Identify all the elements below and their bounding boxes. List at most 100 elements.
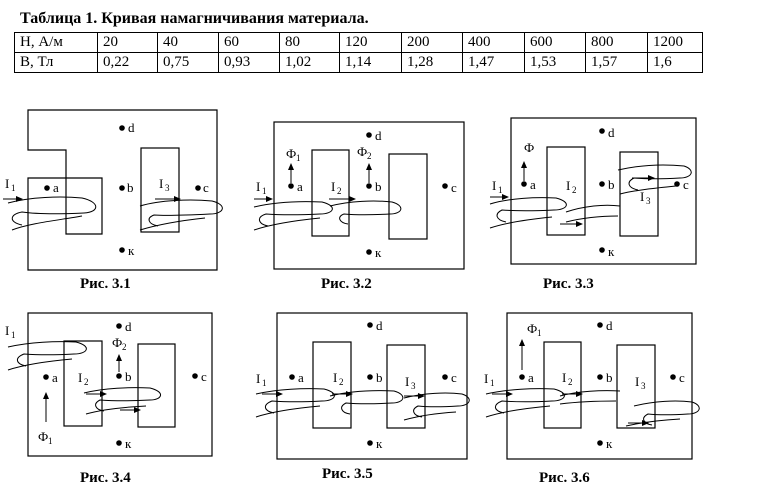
point-k bbox=[116, 440, 122, 446]
label-flux: Ф bbox=[286, 146, 296, 161]
coil-winding bbox=[485, 388, 565, 418]
label-b: b bbox=[375, 179, 382, 194]
point-d bbox=[599, 128, 605, 134]
label-d: d bbox=[608, 125, 615, 140]
table-cell: 400 bbox=[462, 32, 525, 53]
coil-winding bbox=[7, 196, 97, 231]
core-window bbox=[616, 344, 656, 429]
magnetic-core-outer bbox=[276, 312, 468, 460]
label-current: I bbox=[256, 371, 260, 386]
table-title: Таблица 1. Кривая намагничивания материа… bbox=[20, 10, 369, 27]
label-current: I bbox=[492, 178, 496, 193]
label-current: I bbox=[5, 323, 9, 338]
label-subscript: 1 bbox=[490, 378, 495, 388]
core-limb bbox=[140, 147, 180, 233]
label-subscript: 1 bbox=[498, 185, 503, 195]
point-b bbox=[116, 373, 122, 379]
table-cell: 1,28 bbox=[401, 52, 463, 73]
label-b: b bbox=[606, 370, 613, 385]
coil-winding bbox=[565, 204, 621, 223]
figure-3-6: a b c d к Ф 1 I 1 I 2 I 3 Рис. 3.6 bbox=[484, 312, 700, 486]
magnetic-core-outer bbox=[510, 117, 697, 265]
point-k bbox=[366, 249, 372, 255]
label-a: a bbox=[530, 177, 536, 192]
figure-caption: Рис. 3.1 bbox=[80, 276, 131, 292]
magnetic-core-outer bbox=[273, 121, 465, 270]
label-subscript: 1 bbox=[262, 186, 267, 196]
label-current: I bbox=[405, 374, 409, 389]
label-b: b bbox=[608, 177, 615, 192]
table-cell: 1,02 bbox=[279, 52, 340, 73]
label-c: c bbox=[683, 177, 689, 192]
figure-3-1: a b c d к I 1 I 3 Рис. 3.1 bbox=[3, 109, 223, 292]
label-c: c bbox=[679, 370, 685, 385]
point-d bbox=[119, 125, 125, 131]
label-k: к bbox=[125, 436, 132, 451]
point-b bbox=[367, 374, 373, 380]
table-cell: 0,75 bbox=[157, 52, 219, 73]
label-subscript: 2 bbox=[122, 342, 127, 352]
table-cell: 20 bbox=[97, 32, 158, 53]
coil-winding bbox=[83, 387, 161, 415]
table-cell: 1,53 bbox=[524, 52, 586, 73]
point-d bbox=[116, 323, 122, 329]
label-d: d bbox=[375, 128, 382, 143]
magnetic-core bbox=[27, 109, 218, 271]
label-subscript: 2 bbox=[568, 377, 573, 387]
coil-winding bbox=[139, 199, 223, 231]
label-b: b bbox=[376, 370, 383, 385]
point-b bbox=[597, 374, 603, 380]
point-k bbox=[119, 247, 125, 253]
label-subscript: 1 bbox=[11, 183, 16, 193]
label-subscript: 1 bbox=[296, 153, 301, 163]
label-k: к bbox=[128, 243, 135, 258]
label-subscript: 1 bbox=[537, 328, 542, 338]
label-subscript: 2 bbox=[337, 186, 342, 196]
coil-winding bbox=[403, 392, 470, 421]
label-current: I bbox=[5, 176, 9, 191]
point-c bbox=[192, 373, 198, 379]
label-subscript: 3 bbox=[646, 196, 651, 206]
figure-caption: Рис. 3.4 bbox=[80, 470, 131, 486]
core-window bbox=[546, 146, 586, 236]
label-subscript: 1 bbox=[48, 436, 53, 446]
label-a: a bbox=[298, 370, 304, 385]
magnetic-core-outer bbox=[506, 312, 693, 460]
core-window bbox=[137, 343, 176, 428]
point-c bbox=[670, 374, 676, 380]
coil-winding bbox=[255, 388, 335, 418]
label-k: к bbox=[606, 436, 613, 451]
label-flux: Ф bbox=[524, 140, 534, 155]
coil-winding bbox=[625, 400, 700, 427]
core-window bbox=[386, 344, 426, 429]
figure-caption: Рис. 3.5 bbox=[322, 466, 373, 482]
point-a bbox=[43, 374, 49, 380]
label-current: I bbox=[333, 370, 337, 385]
point-a bbox=[519, 374, 525, 380]
table-cell: 120 bbox=[339, 32, 402, 53]
point-d bbox=[366, 132, 372, 138]
label-subscript: 1 bbox=[11, 330, 16, 340]
point-d bbox=[597, 322, 603, 328]
label-flux: Ф bbox=[112, 335, 122, 350]
point-a bbox=[289, 374, 295, 380]
core-window bbox=[311, 149, 350, 237]
point-c bbox=[442, 374, 448, 380]
point-d bbox=[367, 322, 373, 328]
label-c: c bbox=[201, 369, 207, 384]
figure-caption: Рис. 3.2 bbox=[321, 276, 372, 292]
label-subscript: 3 bbox=[165, 183, 170, 193]
label-subscript: 2 bbox=[572, 185, 577, 195]
label-k: к bbox=[376, 436, 383, 451]
label-subscript: 3 bbox=[411, 381, 416, 391]
table-cell: 1,6 bbox=[647, 52, 703, 73]
point-a bbox=[288, 183, 294, 189]
core-window bbox=[312, 341, 352, 429]
table-cell: 0,22 bbox=[97, 52, 158, 73]
core-window bbox=[619, 151, 659, 237]
label-subscript: 2 bbox=[339, 377, 344, 387]
figure-3-4: a b c d к I 1 I 2 Ф 2 Ф 1 Рис. 3.4 bbox=[5, 312, 213, 486]
label-b: b bbox=[127, 180, 134, 195]
label-current: I bbox=[331, 179, 335, 194]
core-window bbox=[543, 341, 582, 429]
